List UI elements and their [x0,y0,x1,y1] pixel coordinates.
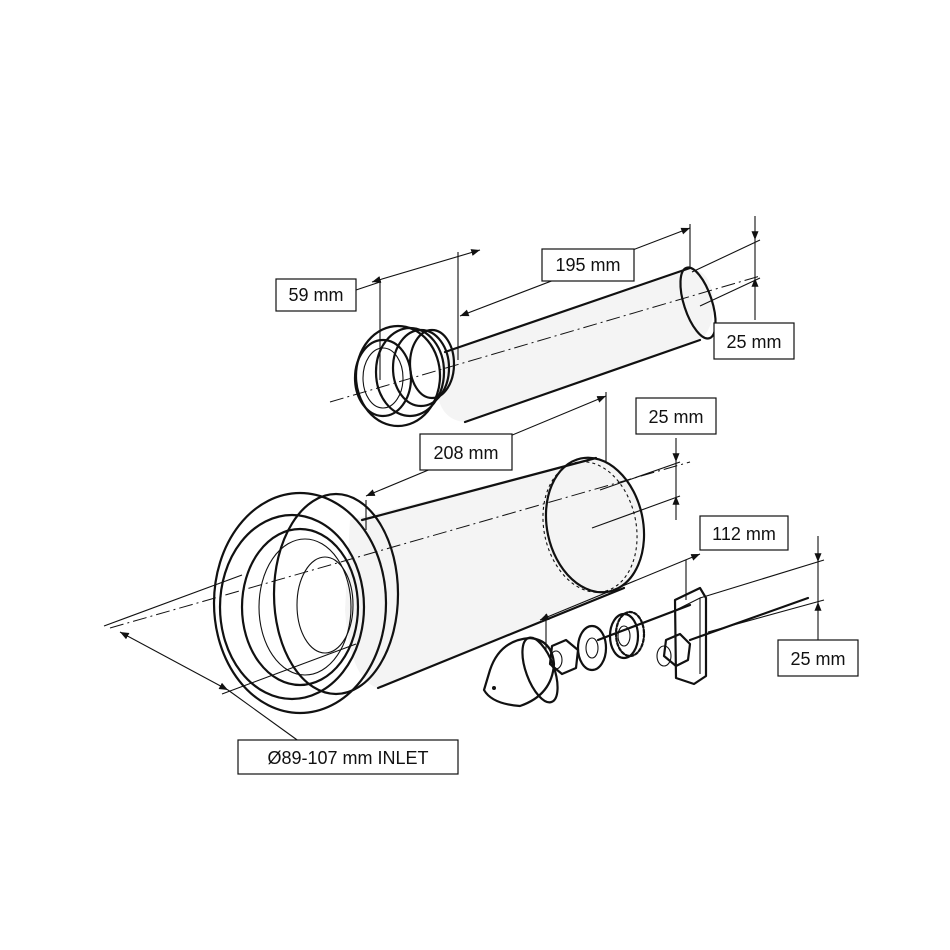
label-25-bottom-text: 25 mm [790,649,845,669]
label-59-text: 59 mm [288,285,343,305]
label-112-text: 112 mm [712,524,776,544]
label-195: 195 mm [541,248,635,282]
label-25-top-text: 25 mm [726,332,781,352]
label-59: 59 mm [275,278,357,312]
label-195-text: 195 mm [555,255,620,275]
label-208: 208 mm [419,433,513,471]
label-25-top: 25 mm [713,322,795,360]
fixing-kit [482,586,810,708]
label-25-mid: 25 mm [635,397,717,435]
label-25-bottom: 25 mm [777,639,859,677]
dimension-labels: 59 mm 195 mm 25 mm 208 mm 25 mm 112 mm 2… [237,248,859,775]
label-inlet-text: Ø89-107 mm INLET [267,748,428,768]
dimension-lines [103,216,825,743]
label-208-text: 208 mm [433,443,498,463]
label-25-mid-text: 25 mm [648,407,703,427]
label-112: 112 mm [699,515,789,551]
label-inlet: Ø89-107 mm INLET [237,739,459,775]
